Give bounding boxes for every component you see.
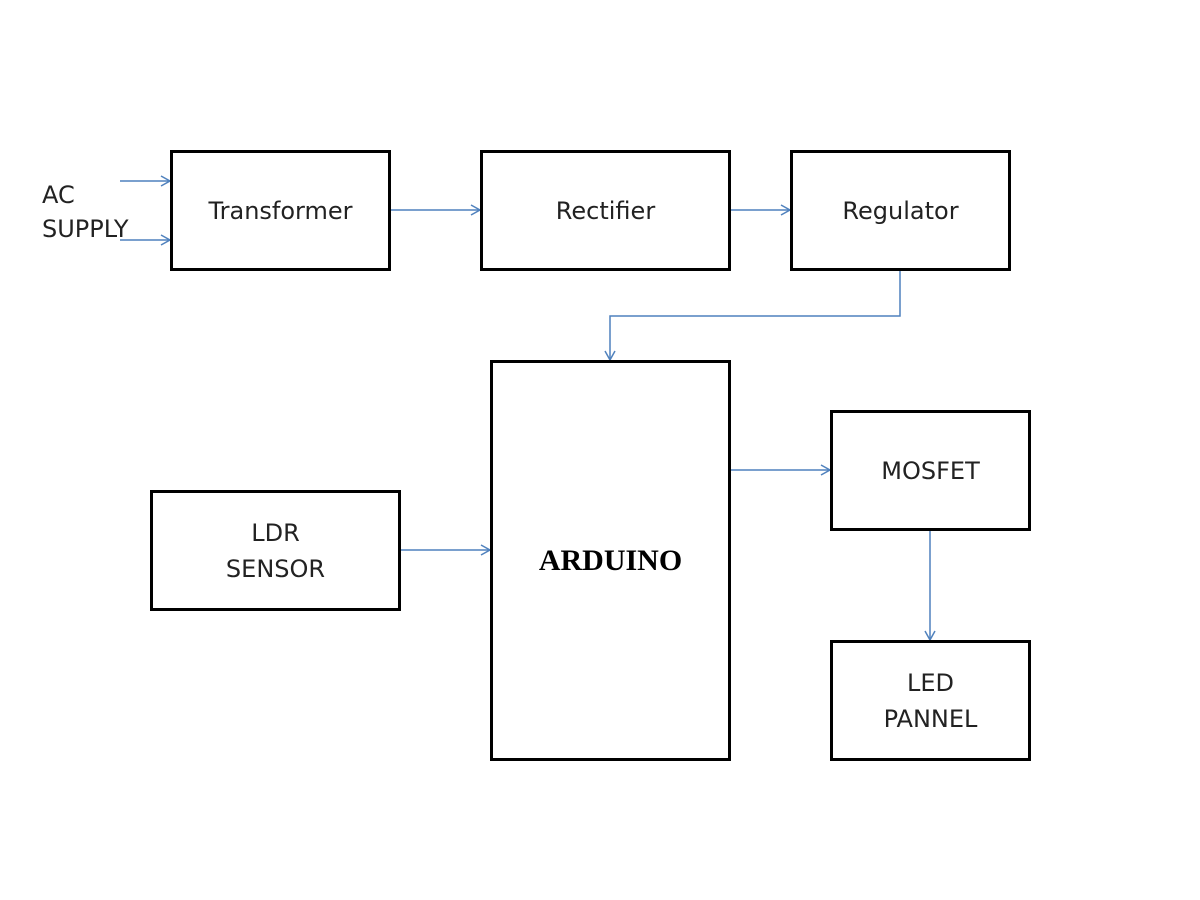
ac-supply-label: AC SUPPLY: [42, 178, 129, 246]
mosfet-label: MOSFET: [881, 456, 980, 485]
regulator-label: Regulator: [842, 196, 959, 225]
arrow-ldr-to-arduino: [400, 544, 492, 556]
arrow-mosfet-to-led: [924, 530, 936, 642]
arrow-regulator-to-arduino: [604, 270, 901, 362]
arrow-arduino-to-mosfet: [730, 464, 832, 476]
led-label-line2: PANNEL: [883, 704, 978, 733]
rectifier-label: Rectifier: [555, 196, 656, 225]
arduino-label: ARDUINO: [538, 543, 683, 577]
rectifier-block: Rectifier: [480, 150, 731, 271]
arrow-rectifier-to-regulator: [730, 204, 792, 216]
ac-supply-line1: AC: [42, 181, 75, 209]
ldr-sensor-block: LDR SENSOR: [150, 490, 401, 611]
led-panel-block: LED PANNEL: [830, 640, 1031, 761]
arduino-block: ARDUINO: [490, 360, 731, 761]
regulator-block: Regulator: [790, 150, 1011, 271]
ldr-label-line1: LDR: [251, 518, 300, 547]
ac-supply-line2: SUPPLY: [42, 215, 129, 243]
mosfet-block: MOSFET: [830, 410, 1031, 531]
ldr-label-line2: SENSOR: [225, 554, 326, 583]
arrow-transformer-to-rectifier: [390, 204, 482, 216]
led-label-line1: LED: [906, 668, 954, 697]
transformer-block: Transformer: [170, 150, 391, 271]
transformer-label: Transformer: [208, 196, 353, 225]
